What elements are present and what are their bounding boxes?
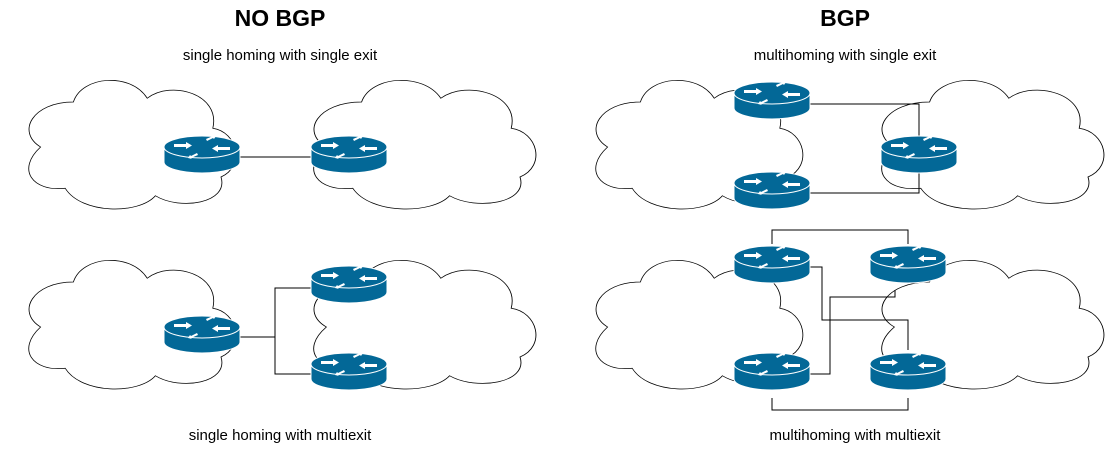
link-multiexit-lower	[274, 337, 312, 375]
router-icon	[733, 351, 811, 391]
single-homing-multiexit-caption: single homing with multiexit	[188, 427, 372, 444]
link-mesh-cross-a	[810, 266, 909, 350]
router-icon	[869, 244, 947, 284]
link-mesh-top	[771, 229, 909, 244]
router-icon	[310, 134, 388, 174]
router-icon	[869, 351, 947, 391]
router-icon	[733, 80, 811, 120]
link-mesh-bottom	[771, 398, 909, 411]
router-icon	[733, 170, 811, 210]
link-multiexit-upper	[240, 287, 312, 338]
router-icon	[310, 264, 388, 304]
router-icon	[880, 134, 958, 174]
link-multihome-lower	[810, 172, 920, 194]
router-icon	[163, 314, 241, 354]
link-multihome-upper	[810, 103, 920, 145]
router-icon	[163, 134, 241, 174]
router-icon	[310, 351, 388, 391]
bgp-heading: BGP	[820, 5, 870, 31]
router-icon	[733, 244, 811, 284]
no-bgp-heading: NO BGP	[234, 5, 326, 31]
single-homing-single-exit-caption: single homing with single exit	[182, 47, 378, 64]
multihoming-single-exit-caption: multihoming with single exit	[753, 47, 937, 64]
multihoming-multiexit-caption: multihoming with multiexit	[769, 427, 941, 444]
link-mesh-cross-b	[810, 290, 896, 375]
